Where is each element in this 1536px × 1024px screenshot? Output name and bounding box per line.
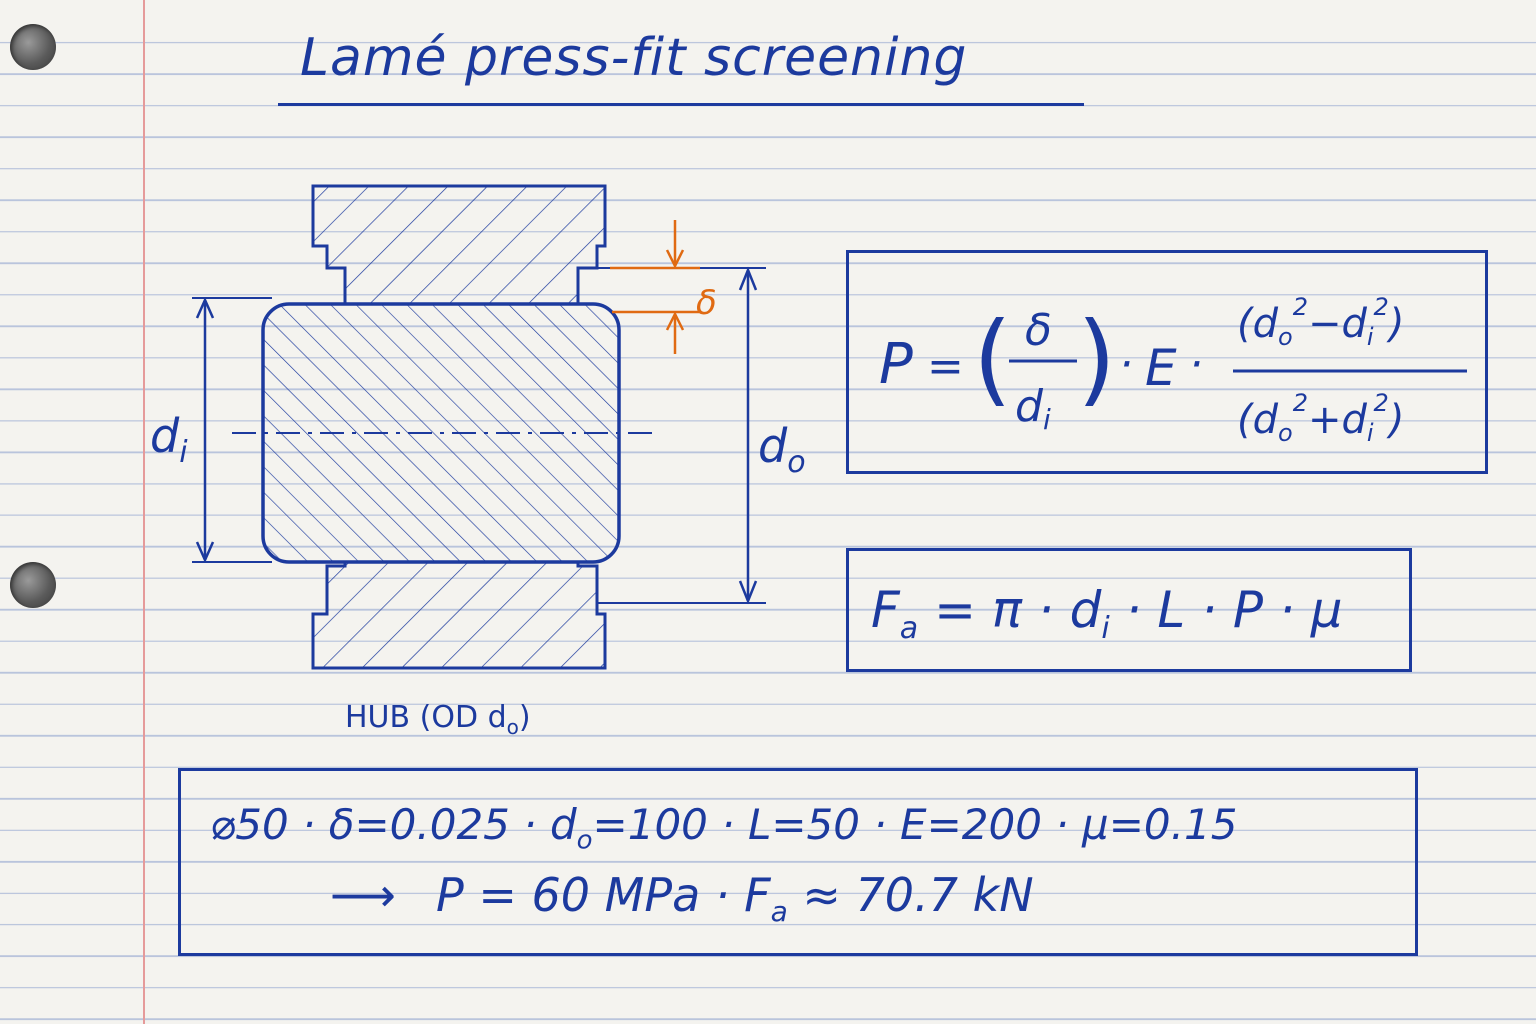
left-paren-1: ( [973,300,1012,417]
di-arrow-top [195,296,215,319]
do-arrow-top [738,266,758,291]
force-formula-box: Fa = π · di · L · P · μ [846,548,1412,672]
force-formula: Fa = π · di · L · P · μ [871,581,1343,646]
equals-sign: = [927,341,964,392]
di-label: di [150,409,188,470]
pressure-formula-box: P = ( δ di ) · E · (do2−di2) (do2+di2) [846,250,1488,474]
punch-hole-top [10,24,56,70]
do-arrow-bottom [738,580,758,605]
di-denominator: di [1015,381,1051,436]
result-arrow: ⟶ [330,868,396,922]
numerator: (do2−di2) [1237,293,1404,351]
punch-hole-middle [10,562,56,608]
dot-1: · [1119,339,1133,390]
page-title: Lamé press-fit screening [300,28,968,88]
paper-margin-line [143,0,145,1024]
denominator: (do2+di2) [1237,389,1404,447]
result-line: ⟶P = 60 MPa · Fa ≈ 70.7 kN [330,868,1034,929]
hub-lower-section [311,560,607,670]
di-arrow-bottom [195,541,215,564]
pressure-formula: P = ( δ di ) · E · (do2−di2) (do2+di2) [879,293,1467,447]
do-label: do [758,419,806,480]
delta-arrow-bottom-head [665,311,685,331]
right-paren-1: ) [1077,300,1116,417]
force-symbol: F [871,581,900,639]
delta-label: δ [696,283,717,323]
parameters-line: ⌀50 · δ=0.025 · do=100 · L=50 · E=200 · … [210,800,1238,856]
elastic-modulus: E [1145,339,1177,397]
hub-label: HUB (OD do) [345,700,531,739]
hub-upper-section [311,184,607,306]
dot-2: · [1189,339,1203,390]
pressure-symbol: P [879,332,913,397]
delta-numerator: δ [1025,305,1052,356]
parameters-box [178,768,1418,956]
title-underline [278,103,1084,106]
delta-arrow-top-head [665,249,685,269]
